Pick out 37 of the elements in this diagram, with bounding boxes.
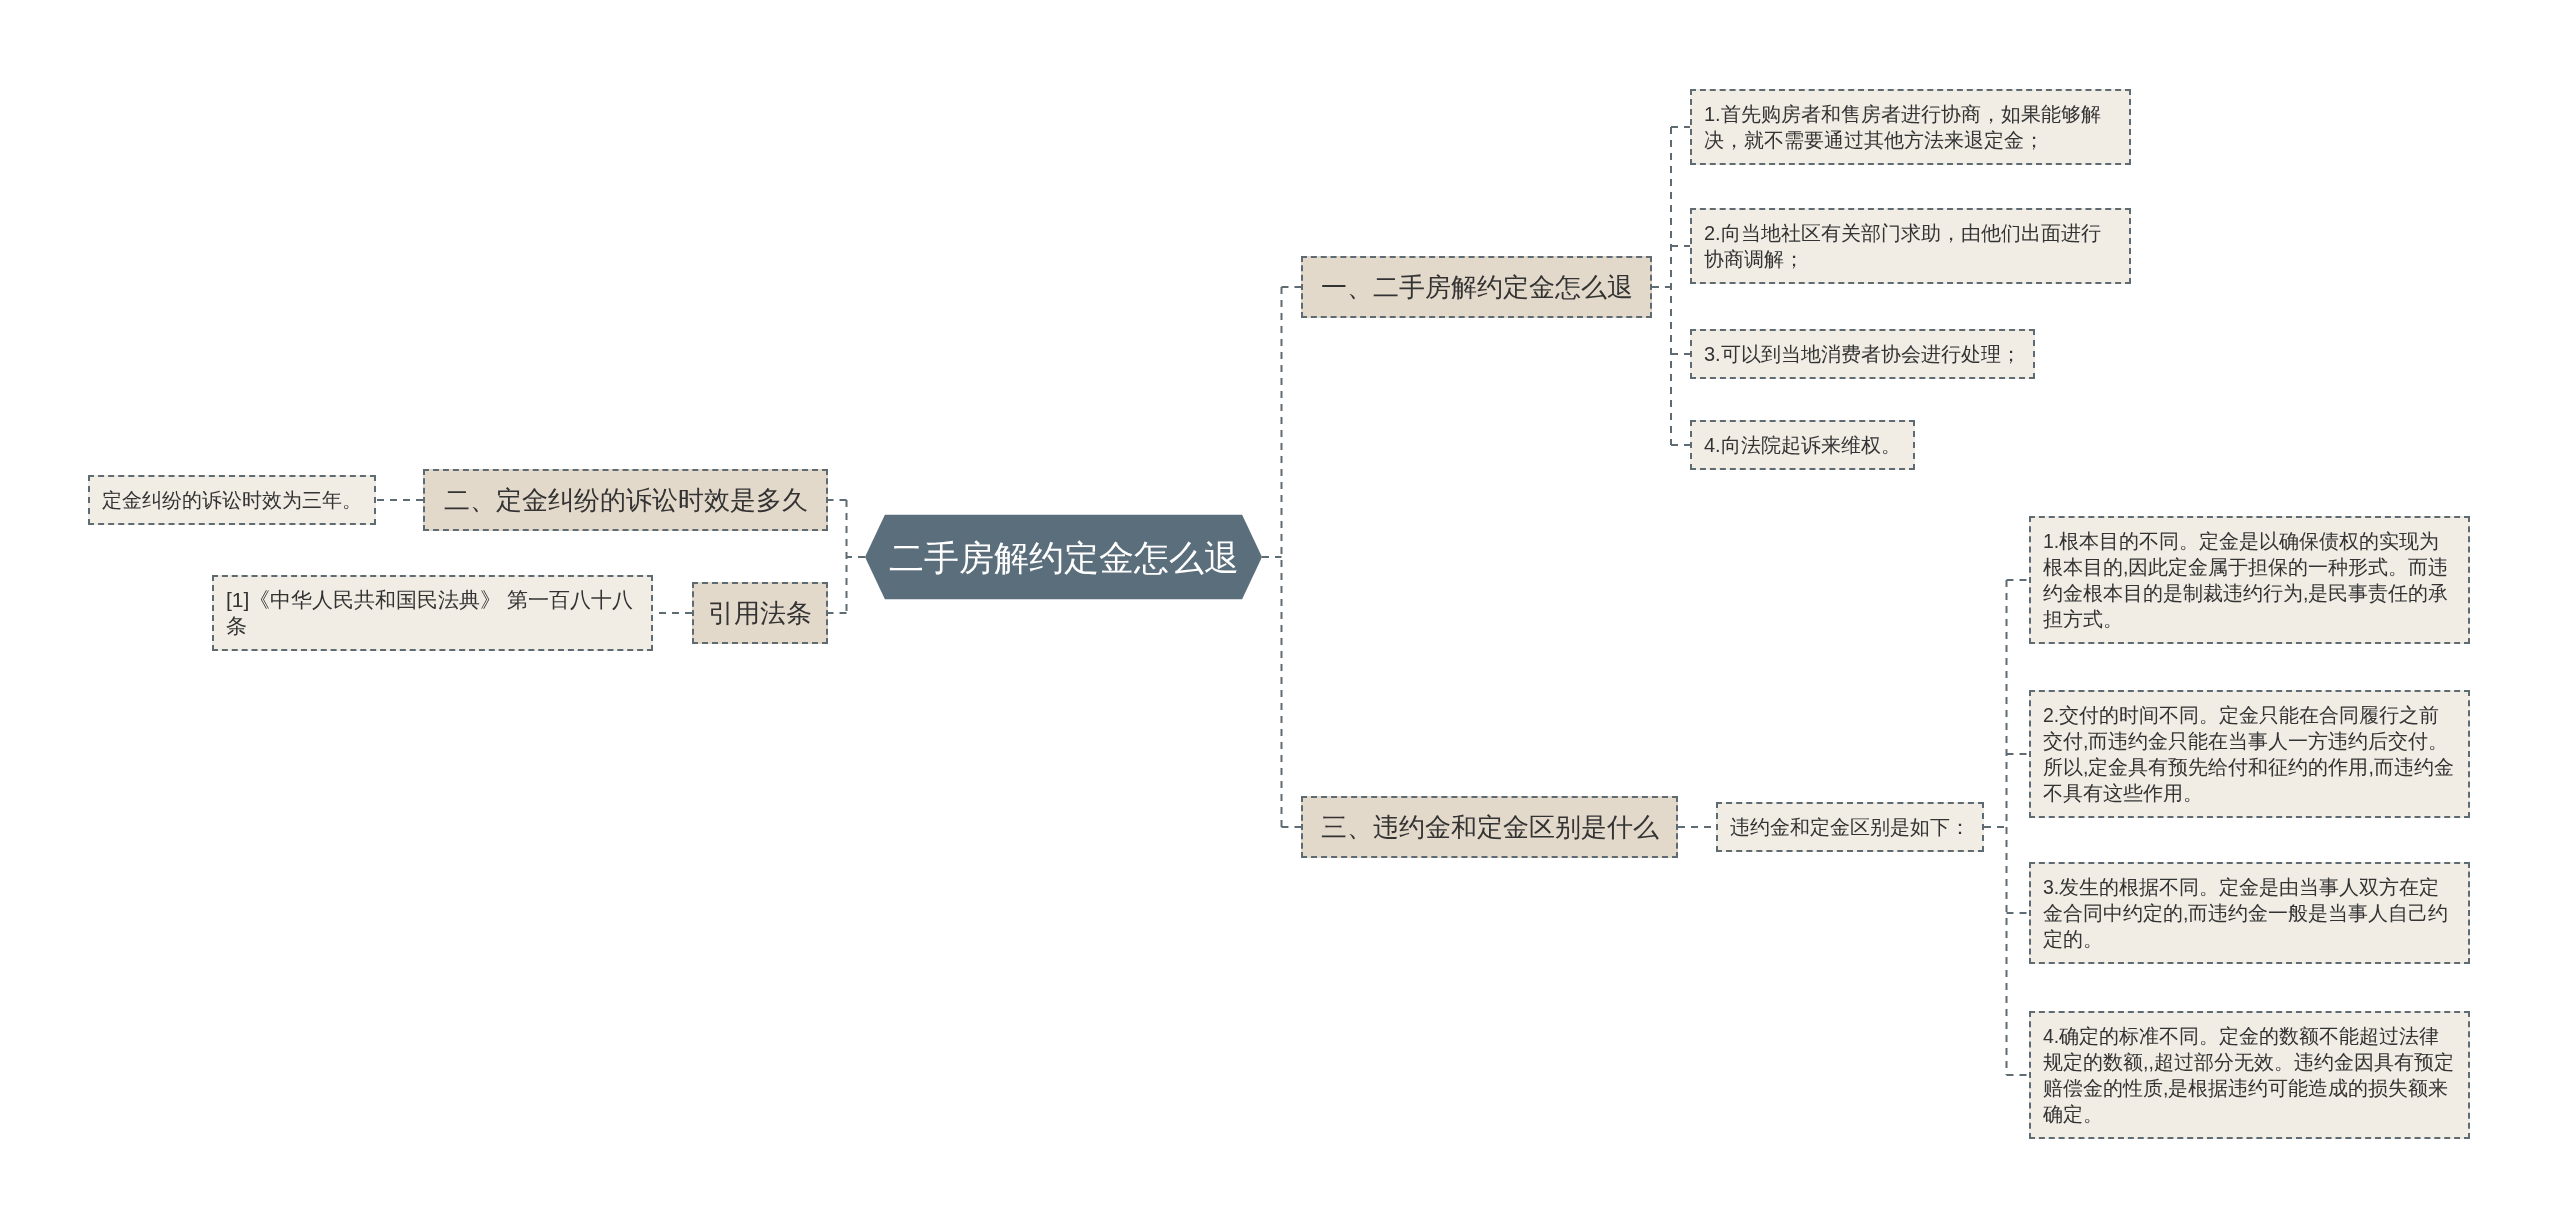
subtopic-text: 4.向法院起诉来维权。 [1704, 433, 1901, 458]
central-topic-hexagon [865, 514, 1262, 600]
connector-line [1983, 579, 2030, 1076]
subtopic-box [1690, 89, 2131, 165]
connector-line [827, 499, 866, 614]
subtopic-box [1716, 802, 1984, 852]
subtopic-box [1690, 208, 2131, 284]
connector-line [375, 499, 424, 501]
subtopic-text: 违约金和定金区别是如下： [1730, 815, 1970, 840]
connector-line [1651, 126, 1691, 446]
topic-box [692, 582, 828, 644]
topic-text: 二、定金纠纷的诉讼时效是多久 [443, 484, 808, 516]
central-topic-text: 二手房解约定金怎么退 [888, 536, 1239, 578]
topic-box [1301, 796, 1678, 858]
topic-text: 引用法条 [708, 597, 812, 629]
topic-box [423, 469, 828, 531]
subtopic-text: 1.根本目的不同。定金是以确保债权的实现为根本目的,因此定金属于担保的一种形式。而违约金根本目的是制裁违约行为,是民事责任的承担方式。 [2043, 529, 2450, 632]
subtopic-text: 4.确定的标准不同。定金的数额不能超过法律规定的数额,,超过部分无效。违约金因具有预定赔偿金的性质,是根据违约可能造成的损失额来确定。 [2043, 1024, 2455, 1127]
subtopic-box [2029, 690, 2470, 818]
subtopic-text: 1.首先购房者和售房者进行协商，如果能够解决，就不需要通过其他方法来退定金； [1704, 102, 2102, 153]
topic-text: 三、违约金和定金区别是什么 [1320, 811, 1659, 843]
subtopic-box [212, 575, 653, 651]
subtopic-text: [1]《中华人民共和国民法典》 第一百八十八条 [226, 587, 635, 639]
subtopic-text: 3.发生的根据不同。定金是由当事人双方在定金合同中约定的,而违约金一般是当事人自己约定的。 [2043, 875, 2450, 952]
subtopic-text: 定金纠纷的诉讼时效为三年。 [102, 488, 362, 513]
subtopic-box [2029, 862, 2470, 964]
topic-box [1301, 256, 1652, 318]
subtopic-box [1690, 329, 2035, 379]
subtopic-box [88, 475, 376, 525]
subtopic-text: 2.向当地社区有关部门求助，由他们出面进行协商调解； [1704, 221, 2102, 272]
connector-line [1261, 286, 1302, 828]
subtopic-box [1690, 420, 1915, 470]
subtopic-box [2029, 1011, 2470, 1139]
topic-text: 一、二手房解约定金怎么退 [1320, 271, 1633, 303]
subtopic-text: 3.可以到当地消费者协会进行处理； [1704, 342, 2021, 367]
subtopic-text: 2.交付的时间不同。定金只能在合同履行之前交付,而违约金只能在当事人一方违约后交付。所以,定金具有预先给付和征约的作用,而违约金不具有这些作用。 [2043, 703, 2455, 806]
subtopic-box [2029, 516, 2470, 644]
